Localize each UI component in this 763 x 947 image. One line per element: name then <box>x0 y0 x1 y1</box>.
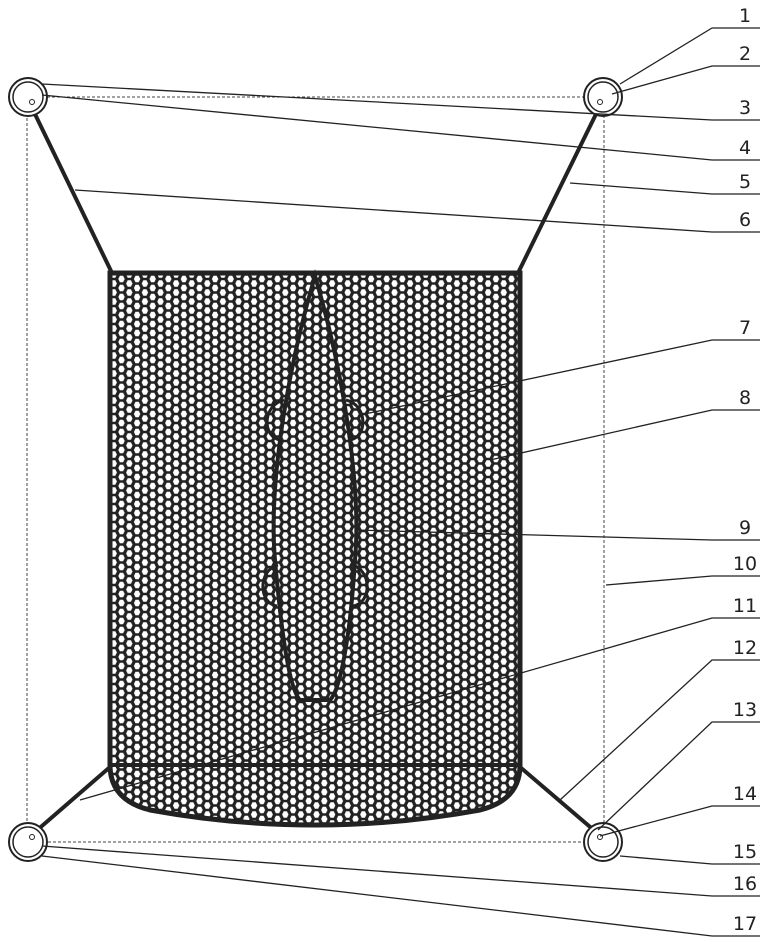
reference-label-8: 8 <box>739 387 751 409</box>
reference-label-11: 11 <box>733 595 757 617</box>
leader-line-2 <box>612 66 760 94</box>
leader-line-16 <box>42 846 760 896</box>
reference-label-4: 4 <box>739 137 751 159</box>
reference-label-5: 5 <box>739 171 751 193</box>
leader-line-10 <box>606 576 760 585</box>
reference-label-2: 2 <box>739 43 751 65</box>
reference-label-6: 6 <box>739 209 751 231</box>
reference-label-15: 15 <box>733 841 757 863</box>
leader-line-6 <box>75 190 760 232</box>
leader-line-3 <box>42 84 760 120</box>
reference-label-7: 7 <box>739 317 751 339</box>
leader-line-14 <box>600 806 760 836</box>
reference-label-9: 9 <box>739 517 751 539</box>
reference-label-12: 12 <box>733 637 757 659</box>
leader-line-13 <box>598 722 760 830</box>
leader-line-8 <box>490 410 760 460</box>
leader-line-12 <box>560 660 760 800</box>
reference-label-3: 3 <box>739 97 751 119</box>
reference-label-16: 16 <box>733 873 757 895</box>
reference-label-13: 13 <box>733 699 757 721</box>
reference-label-10: 10 <box>733 553 757 575</box>
leader-line-5 <box>570 183 760 194</box>
reference-label-1: 1 <box>739 5 751 27</box>
leader-line-4 <box>42 95 760 160</box>
reference-label-14: 14 <box>733 783 757 805</box>
leader-line-17 <box>42 856 760 936</box>
reference-labels: 1234567891011121314151617 <box>733 5 757 935</box>
reference-label-17: 17 <box>733 913 757 935</box>
